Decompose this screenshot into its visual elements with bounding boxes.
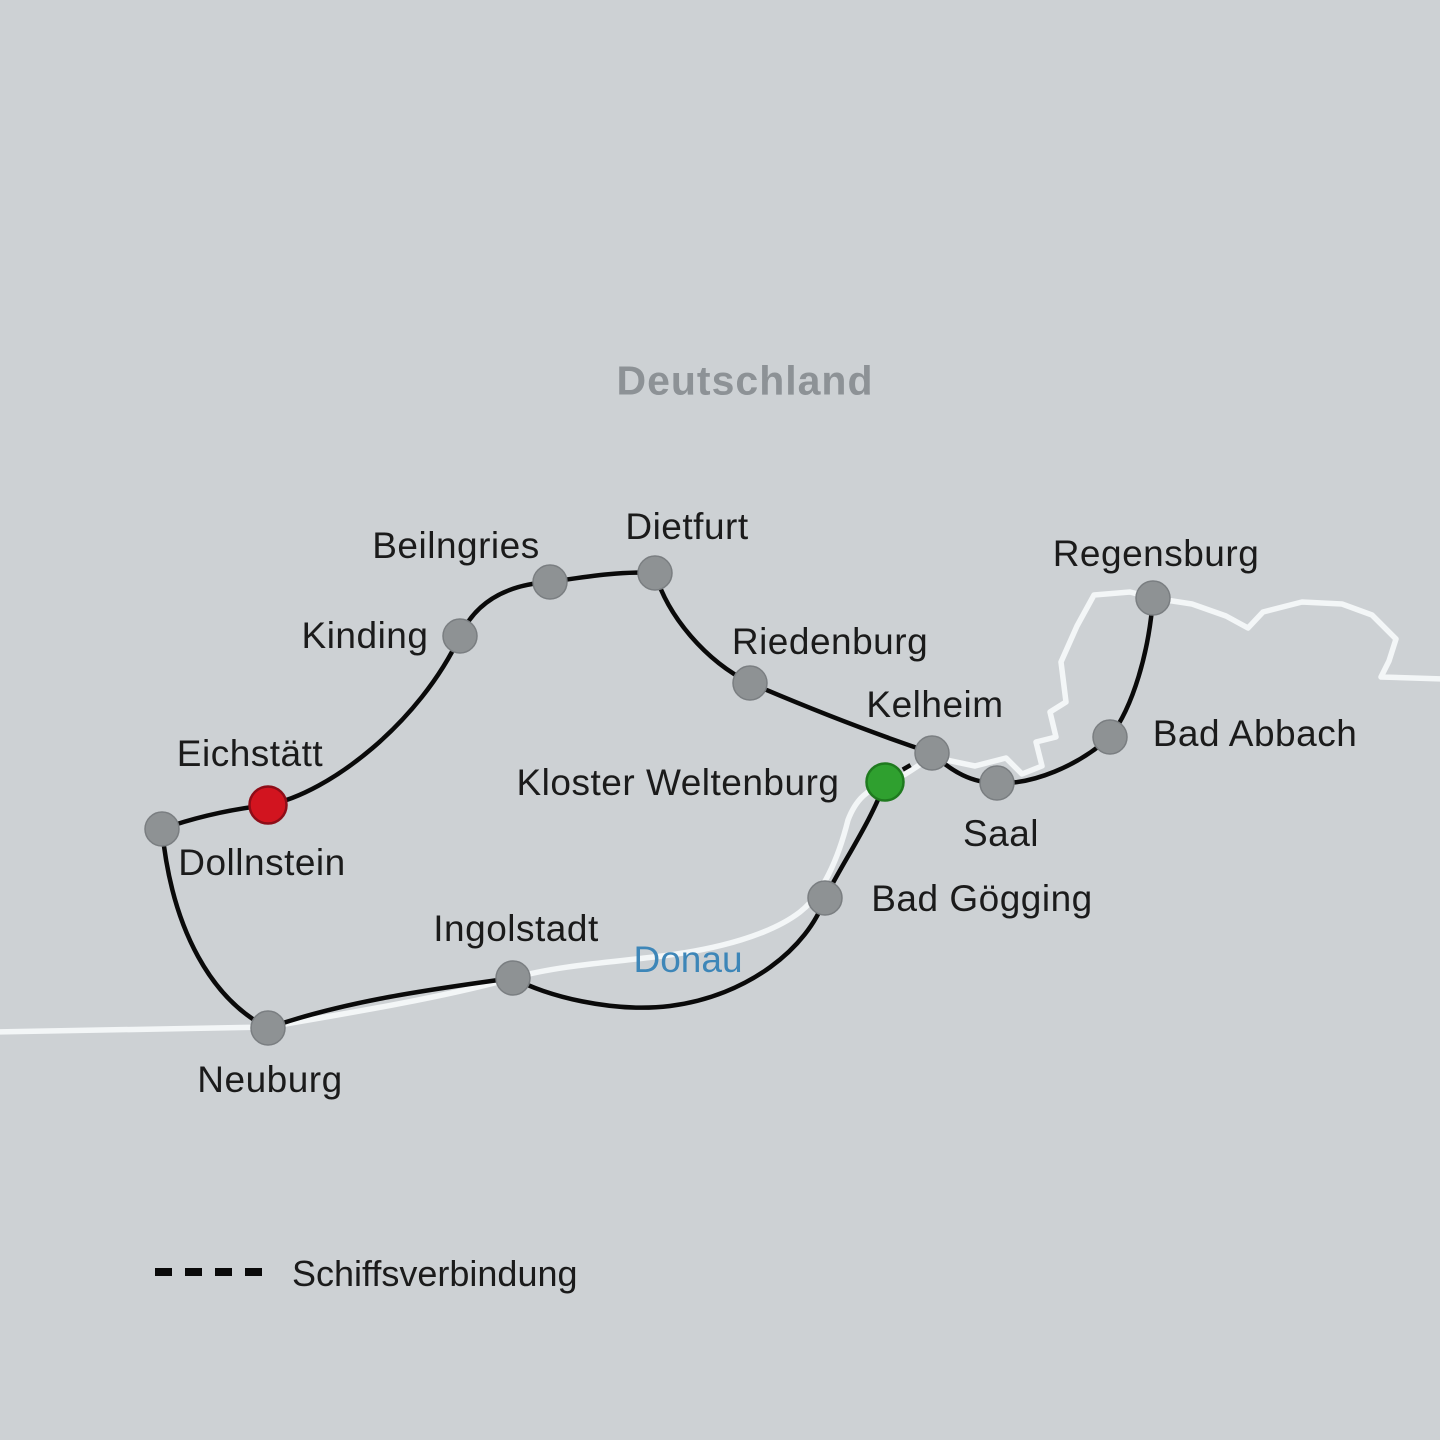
station-dot-bad-goegging: [807, 880, 843, 916]
station-dot-neuburg: [250, 1010, 286, 1046]
station-dot-saal: [979, 765, 1015, 801]
city-label-eichstaett: Eichstätt: [176, 733, 324, 774]
river-label-donau: Donau: [633, 939, 743, 980]
legend-label-schiffsverbindung: Schiffsverbindung: [292, 1253, 578, 1294]
city-label-kinding: Kinding: [301, 615, 429, 656]
station-dot-riedenburg: [732, 665, 768, 701]
country-label: Deutschland: [616, 357, 874, 404]
city-label-beilngries: Beilngries: [372, 525, 540, 566]
city-label-regensburg: Regensburg: [1052, 533, 1260, 574]
station-dot-eichstaett-highlight: [248, 785, 288, 825]
station-dot-dollnstein: [144, 811, 180, 847]
route-line-north: [159, 570, 1156, 832]
city-label-dollnstein: Dollnstein: [178, 842, 346, 883]
city-label-kelheim: Kelheim: [866, 684, 1004, 725]
city-label-neuburg: Neuburg: [197, 1059, 343, 1100]
city-label-dietfurt: Dietfurt: [625, 506, 749, 547]
city-label-kloster-weltenburg: Kloster Weltenburg: [516, 762, 840, 803]
station-dot-beilngries: [532, 564, 568, 600]
city-label-bad-abbach: Bad Abbach: [1152, 713, 1358, 754]
station-dot-dietfurt: [637, 555, 673, 591]
city-label-riedenburg: Riedenburg: [731, 621, 929, 662]
city-label-saal: Saal: [962, 813, 1040, 854]
station-dot-kloster-weltenburg-start: [865, 762, 905, 802]
station-dot-kelheim: [914, 735, 950, 771]
city-label-ingolstadt: Ingolstadt: [433, 908, 599, 949]
station-dot-ingolstadt: [495, 960, 531, 996]
station-dot-kinding: [442, 618, 478, 654]
station-dot-regensburg: [1135, 580, 1171, 616]
city-label-bad-goegging: Bad Gögging: [871, 878, 1093, 919]
station-dot-bad-abbach: [1092, 719, 1128, 755]
